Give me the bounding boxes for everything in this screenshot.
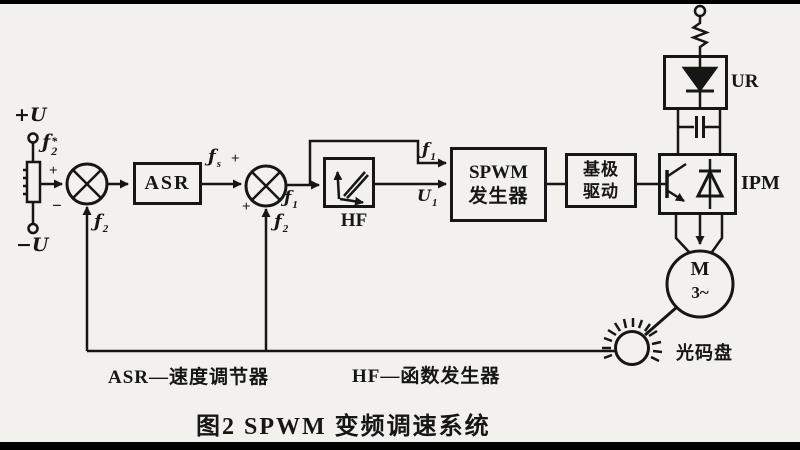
optical-encoder-icon bbox=[602, 318, 663, 366]
label-sum2-plus-left: + bbox=[231, 151, 240, 167]
block-drive-line2: 驱动 bbox=[583, 181, 619, 201]
block-spwm-generator: SPWM 发生器 bbox=[450, 147, 547, 222]
block-spwm-line2: 发生器 bbox=[468, 185, 529, 207]
motor-phase-label: 3~ bbox=[691, 283, 709, 302]
label-fs-slip-frequency: ƒs bbox=[208, 146, 222, 170]
label-f1-to-hf: ƒ1 bbox=[284, 188, 298, 211]
label-f1-to-spwm: ƒ1 bbox=[422, 140, 436, 163]
block-ipm-label: IPM bbox=[741, 172, 780, 194]
igbt-diode-icon bbox=[658, 159, 725, 209]
label-f2-feedback-1: ƒ2 bbox=[94, 211, 109, 235]
top-edge-bar bbox=[0, 0, 800, 4]
summing-junction-2 bbox=[244, 164, 288, 208]
block-inverter-ipm bbox=[658, 153, 737, 215]
label-f2-reference: ƒ*2 bbox=[42, 131, 58, 158]
motor-m-label: M bbox=[690, 258, 710, 280]
dc-link-capacitor bbox=[676, 110, 722, 153]
label-f2-feedback-2: ƒ2 bbox=[274, 211, 289, 235]
legend-hf: HF—函数发生器 bbox=[352, 366, 501, 387]
bottom-edge-bar bbox=[0, 442, 800, 450]
feedback-line bbox=[82, 206, 615, 353]
block-asr: ASR bbox=[133, 162, 202, 205]
label-minus-u: −U bbox=[16, 234, 49, 256]
label-sum2-plus-bottom: + bbox=[242, 199, 251, 215]
encoder-label: 光码盘 bbox=[676, 343, 733, 363]
f1-branch-line bbox=[308, 139, 447, 185]
motor-shaft bbox=[644, 305, 678, 337]
ac-supply-lead bbox=[690, 4, 710, 55]
label-sum1-minus: − bbox=[52, 196, 62, 215]
label-sum1-plus: + bbox=[49, 163, 58, 179]
block-ur-label: UR bbox=[731, 71, 759, 92]
label-plus-u: +U bbox=[14, 104, 47, 126]
block-drive-line1: 基极 bbox=[583, 160, 619, 180]
motor-circle bbox=[665, 249, 735, 319]
block-hf-label: HF bbox=[340, 210, 368, 231]
block-base-drive: 基极 驱动 bbox=[565, 153, 637, 208]
figure-caption: 图2 SPWM 变频调速系统 bbox=[196, 414, 491, 440]
block-asr-label: ASR bbox=[144, 172, 191, 194]
summing-junction-1 bbox=[65, 162, 109, 206]
block-rectifier-ur bbox=[663, 55, 728, 110]
label-u1-to-spwm: U1 bbox=[417, 186, 438, 209]
rectifier-diode-icon bbox=[681, 55, 719, 110]
inverter-motor-wires bbox=[674, 215, 724, 253]
function-curve-icon bbox=[333, 171, 369, 206]
legend-asr: ASR—速度调节器 bbox=[108, 367, 270, 388]
block-spwm-line1: SPWM bbox=[468, 161, 529, 183]
reference-potentiometer bbox=[23, 132, 63, 235]
block-hf bbox=[323, 157, 375, 208]
